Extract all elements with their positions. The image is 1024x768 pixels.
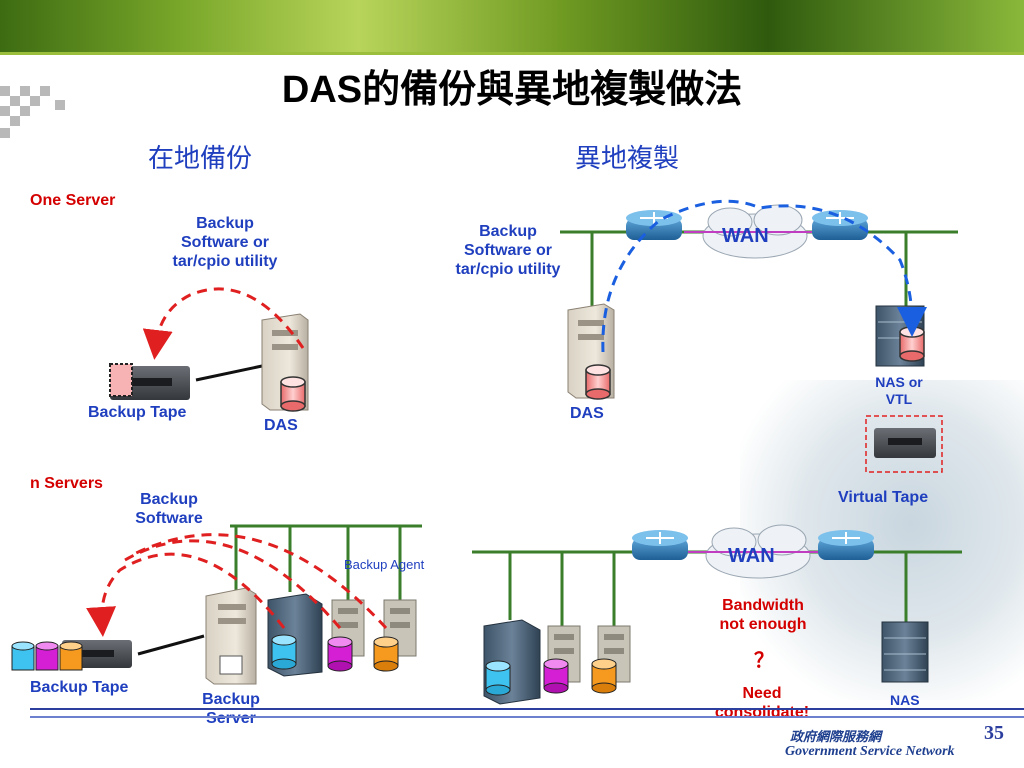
bandwidth-warning: Bandwidth not enough	[719, 597, 807, 634]
disk-orange-icon	[591, 658, 617, 694]
disk-magenta-icon	[543, 658, 569, 694]
footer-org-cn: 政府網際服務網	[790, 730, 882, 745]
das-label: DAS	[570, 405, 604, 422]
das-disk-icon	[585, 364, 611, 400]
backup-agent-label: Backup Agent	[344, 557, 425, 572]
router-icon	[626, 210, 682, 240]
nas-icon	[881, 621, 929, 683]
virtual-tape-label: Virtual Tape	[838, 489, 929, 506]
one-server-label: One Server	[30, 192, 116, 209]
backup-tape-label: Backup Tape	[30, 679, 129, 696]
file-server-icon	[383, 599, 417, 657]
tape-drive-icon	[109, 363, 190, 400]
n-servers-label: n Servers	[30, 475, 103, 492]
slide-title: DAS的備份與異地複製做法	[0, 58, 1024, 113]
wan-cloud-icon	[705, 524, 811, 579]
heading-remote-replication: 異地複製	[575, 144, 680, 174]
footer-rule	[30, 708, 1024, 718]
wan-label: WAN	[722, 225, 769, 247]
tape-library-icon	[11, 640, 132, 671]
backup-server-icon	[205, 587, 257, 685]
nas-vtl-icon	[875, 305, 925, 367]
disk-orange-icon	[373, 636, 399, 672]
router-icon	[632, 530, 688, 560]
one-server-group	[109, 287, 309, 412]
checker-decoration	[0, 86, 70, 146]
slide-title-latin: DAS	[281, 69, 363, 111]
n-servers-group	[11, 524, 422, 685]
router-icon	[818, 530, 874, 560]
heading-local-backup: 在地備份	[148, 144, 253, 174]
backup-software-label: Backup Software or tar/cpio utility	[455, 223, 561, 279]
wan-cloud-icon	[702, 204, 808, 259]
virtual-tape-icon	[865, 415, 943, 473]
disk-cyan-icon	[485, 660, 511, 696]
top-banner	[0, 0, 1024, 52]
slide-title-cjk: 的備份與異地複製做法	[362, 66, 743, 111]
nas-label: NAS	[890, 692, 920, 708]
das-label: DAS	[264, 417, 298, 434]
wan-label: WAN	[728, 545, 775, 567]
banner-rule	[0, 52, 1024, 55]
disk-magenta-icon	[327, 636, 353, 672]
router-icon	[812, 210, 868, 240]
backup-server-label: Backup Server	[202, 691, 260, 728]
question-mark: ？	[754, 648, 774, 672]
remote-bottom-group	[472, 524, 962, 705]
footer-org-en: Government Service Network	[785, 744, 955, 759]
backup-software-label: Backup Software	[135, 491, 203, 528]
das-disk-icon	[280, 376, 306, 412]
nas-vtl-label: NAS or VTL	[875, 374, 923, 407]
remote-top-group	[560, 199, 958, 473]
backup-software-label: Backup Software or tar/cpio utility	[172, 215, 278, 271]
disk-cyan-icon	[271, 634, 297, 670]
page-number: 35	[984, 722, 1004, 744]
backup-tape-label: Backup Tape	[88, 404, 187, 421]
